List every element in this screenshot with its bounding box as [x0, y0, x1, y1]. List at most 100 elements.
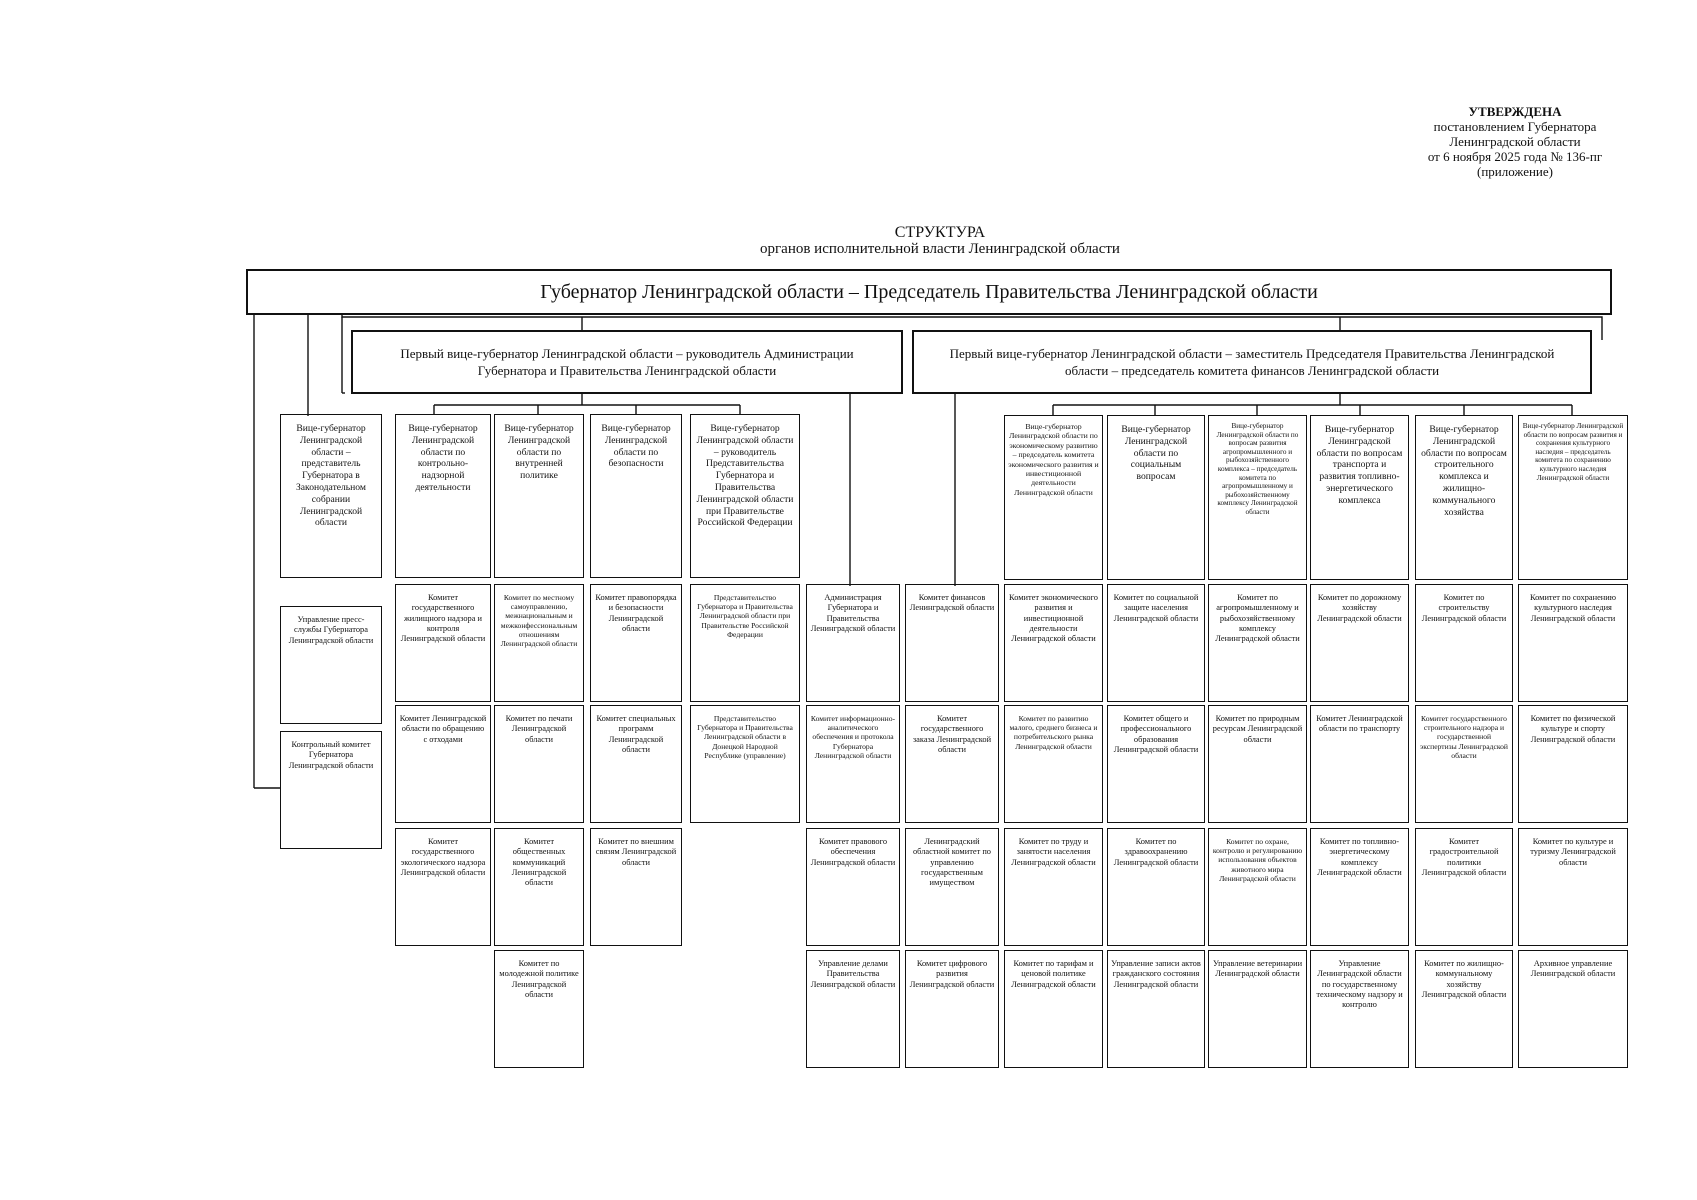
vice-governor-label: Вице-губернатор Ленинградской области по…	[1316, 424, 1403, 506]
department-box: Комитет по печати Ленинградской области	[494, 705, 584, 823]
department-label: Комитет по местному самоуправлению, межн…	[500, 593, 578, 649]
department-label: Управление пресс-службы Губернатора Лени…	[288, 615, 374, 645]
approval-stamp: УТВЕРЖДЕНА постановлением Губернатора Ле…	[1380, 104, 1650, 179]
vice-governor-label: Вице-губернатор Ленинградской области по…	[1421, 424, 1507, 518]
vice-governor-box: Вице-губернатор Ленинградской области по…	[395, 414, 491, 578]
department-box: Комитет по здравоохранению Ленинградской…	[1107, 828, 1205, 946]
first-vice-governor-admin-label: Первый вице-губернатор Ленинградской обл…	[400, 346, 854, 378]
vice-governor-label: Вице-губернатор Ленинградской области по…	[601, 423, 671, 470]
department-label: Комитет цифрового развития Ленинградской…	[909, 959, 995, 989]
department-box: Комитет по сохранению культурного наслед…	[1518, 584, 1628, 702]
department-label: Управление ветеринарии Ленинградской обл…	[1212, 959, 1303, 979]
vice-governor-label: Вице-губернатор Ленинградской области – …	[696, 423, 794, 529]
department-box: Комитет по физической культуре и спорту …	[1518, 705, 1628, 823]
department-box: Комитет по труду и занятости населения Л…	[1004, 828, 1103, 946]
approval-line: Ленинградской области	[1449, 134, 1581, 149]
department-label: Комитет информационно-аналитического обе…	[810, 714, 896, 760]
vice-governor-box: Вице-губернатор Ленинградской области по…	[1518, 415, 1628, 580]
department-label: Комитет общего и профессионального образ…	[1113, 714, 1199, 754]
department-label: Комитет по охране, контролю и регулирова…	[1212, 837, 1303, 883]
department-box: Комитет по жилищно-коммунальному хозяйст…	[1415, 950, 1513, 1068]
department-label: Комитет правопорядка и безопасности Лени…	[595, 593, 677, 633]
vice-governor-label: Вице-губернатор Ленинградской области по…	[408, 423, 478, 493]
department-label: Контрольный комитет Губернатора Ленингра…	[288, 740, 374, 770]
document-title: СТРУКТУРА органов исполнительной власти …	[700, 224, 1180, 258]
department-label: Комитет Ленинградской области по транспо…	[1316, 714, 1403, 734]
department-box: Комитет государственного жилищного надзо…	[395, 584, 491, 702]
department-label: Комитет экономического развития и инвест…	[1009, 593, 1098, 644]
vice-governor-box: Вице-губернатор Ленинградской области по…	[1004, 415, 1103, 580]
department-box: Комитет специальных программ Ленинградск…	[590, 705, 682, 823]
department-box: Комитет общественных коммуникаций Ленинг…	[494, 828, 584, 946]
vice-governor-box: Вице-губернатор Ленинградской области по…	[1310, 415, 1409, 580]
department-box: Комитет по молодежной политике Ленинград…	[494, 950, 584, 1068]
first-vice-governor-finance-box: Первый вице-губернатор Ленинградской обл…	[912, 330, 1592, 394]
department-box: Комитет общего и профессионального образ…	[1107, 705, 1205, 823]
department-box: Управление Ленинградской области по госу…	[1310, 950, 1409, 1068]
department-box: Комитет экономического развития и инвест…	[1004, 584, 1103, 702]
first-vice-governor-finance-label: Первый вице-губернатор Ленинградской обл…	[949, 346, 1555, 378]
approval-line: от 6 ноября 2025 года № 136-пг	[1427, 149, 1603, 164]
approval-line: УТВЕРЖДЕНА	[1468, 104, 1562, 119]
department-box: Представительство Губернатора и Правител…	[690, 705, 800, 823]
department-label: Комитет градостроительной политики Ленин…	[1421, 837, 1507, 877]
department-box: Комитет по социальной защите населения Л…	[1107, 584, 1205, 702]
department-box: Комитет информационно-аналитического обе…	[806, 705, 900, 823]
department-label: Комитет Ленинградской области по обращен…	[399, 714, 487, 744]
vice-governor-box: Вице-губернатор Ленинградской области по…	[590, 414, 682, 578]
department-label: Комитет по жилищно-коммунальному хозяйст…	[1421, 959, 1507, 999]
department-box: Комитет по строительству Ленинградской о…	[1415, 584, 1513, 702]
vice-governor-box: Вице-губернатор Ленинградской области по…	[1208, 415, 1307, 580]
department-box: Комитет по местному самоуправлению, межн…	[494, 584, 584, 702]
department-box: Комитет по внешним связям Ленинградской …	[590, 828, 682, 946]
department-label: Представительство Губернатора и Правител…	[697, 714, 793, 760]
department-label: Управление Ленинградской области по госу…	[1316, 959, 1403, 1010]
department-label: Комитет специальных программ Ленинградск…	[596, 714, 676, 754]
department-box: Управление ветеринарии Ленинградской обл…	[1208, 950, 1307, 1068]
department-label: Комитет государственного жилищного надзо…	[400, 593, 486, 644]
department-label: Комитет правового обеспечения Ленинградс…	[810, 837, 896, 867]
department-label: Комитет по природным ресурсам Ленинградс…	[1212, 714, 1303, 744]
department-label: Администрация Губернатора и Правительств…	[810, 593, 896, 633]
department-box: Комитет по тарифам и ценовой политике Ле…	[1004, 950, 1103, 1068]
vice-governor-label: Вице-губернатор Ленинградской области по…	[1121, 424, 1191, 483]
department-box: Комитет государственного экологического …	[395, 828, 491, 946]
vice-governor-label: Вице-губернатор Ленинградской области по…	[504, 423, 574, 482]
department-box: Комитет правового обеспечения Ленинградс…	[806, 828, 900, 946]
title-line-2: органов исполнительной власти Ленинградс…	[760, 241, 1120, 257]
department-box: Комитет по природным ресурсам Ленинградс…	[1208, 705, 1307, 823]
department-box: Управление пресс-службы Губернатора Лени…	[280, 606, 382, 724]
department-label: Представительство Губернатора и Правител…	[697, 593, 793, 639]
vice-governor-box: Вице-губернатор Ленинградской области – …	[280, 414, 382, 578]
vice-governor-box: Вице-губернатор Ленинградской области по…	[1415, 415, 1513, 580]
department-label: Управление делами Правительства Ленингра…	[810, 959, 896, 989]
department-box: Контрольный комитет Губернатора Ленингра…	[280, 731, 382, 849]
department-box: Комитет по агропромышленному и рыбохозяй…	[1208, 584, 1307, 702]
department-label: Ленинградский областной комитет по управ…	[912, 837, 991, 888]
department-box: Комитет по развитию малого, среднего биз…	[1004, 705, 1103, 823]
department-label: Архивное управление Ленинградской област…	[1530, 959, 1616, 979]
department-box: Администрация Губернатора и Правительств…	[806, 584, 900, 702]
department-label: Комитет по агропромышленному и рыбохозяй…	[1215, 593, 1300, 644]
department-label: Комитет по тарифам и ценовой политике Ле…	[1011, 959, 1096, 989]
department-label: Комитет по культуре и туризму Ленинградс…	[1530, 837, 1616, 867]
department-box: Архивное управление Ленинградской област…	[1518, 950, 1628, 1068]
department-label: Комитет по строительству Ленинградской о…	[1421, 593, 1507, 623]
department-label: Комитет государственного строительного н…	[1420, 714, 1508, 760]
department-label: Комитет по сохранению культурного наслед…	[1529, 593, 1617, 623]
department-label: Комитет по печати Ленинградской области	[505, 714, 573, 744]
vice-governor-box: Вице-губернатор Ленинградской области по…	[1107, 415, 1205, 580]
approval-line: (приложение)	[1476, 164, 1553, 179]
vice-governor-label: Вице-губернатор Ленинградской области по…	[1008, 422, 1099, 497]
department-label: Комитет по физической культуре и спорту …	[1530, 714, 1616, 744]
department-label: Комитет общественных коммуникаций Ленинг…	[511, 837, 567, 888]
department-label: Комитет финансов Ленинградской области	[909, 593, 995, 613]
department-box: Комитет Ленинградской области по транспо…	[1310, 705, 1409, 823]
department-box: Комитет цифрового развития Ленинградской…	[905, 950, 999, 1068]
governor-box: Губернатор Ленинградской области – Предс…	[246, 269, 1612, 315]
department-label: Комитет по труду и занятости населения Л…	[1011, 837, 1096, 867]
department-box: Представительство Губернатора и Правител…	[690, 584, 800, 702]
department-label: Комитет по здравоохранению Ленинградской…	[1113, 837, 1199, 867]
department-label: Комитет по дорожному хозяйству Ленинград…	[1317, 593, 1402, 623]
